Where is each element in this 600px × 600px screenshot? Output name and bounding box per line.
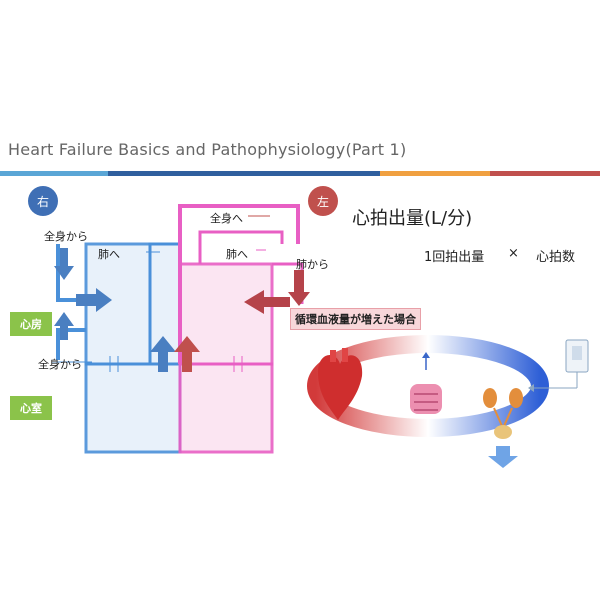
arrow-down-red-icon (288, 270, 310, 306)
formula-operator: × (508, 246, 519, 261)
right-vein-bottom (56, 328, 86, 360)
cardiac-output-heading: 心拍出量(L/分) (352, 208, 473, 229)
pulmonary-artery (148, 242, 180, 364)
label-from-body-top: 全身から (44, 230, 88, 243)
tag-ventricle: 心室 (10, 396, 52, 420)
down-arrow-icon (488, 446, 518, 468)
label-from-body-bottom: 全身から (38, 358, 82, 371)
label-to-body-left: 全身へ (210, 212, 243, 225)
label-to-lung-right: 肺へ (98, 248, 120, 261)
arrow-right-blue-icon (76, 288, 112, 312)
increased-volume-callout: 循環血液量が増えた場合 (290, 308, 421, 330)
badge-right: 右 (28, 186, 58, 216)
title-rule-orange (380, 171, 490, 176)
label-to-lung-left: 肺へ (226, 248, 248, 261)
title-rule-red (490, 171, 600, 176)
page-title: Heart Failure Basics and Pathophysiology… (8, 140, 407, 159)
bladder-icon (494, 425, 512, 439)
badge-left: 左 (308, 186, 338, 216)
tag-atrium: 心房 (10, 312, 52, 336)
arrow-left-red-icon (244, 290, 290, 314)
arrow-up-blue-center-icon (150, 336, 176, 372)
pulmonary-vein (198, 230, 284, 264)
arrow-up-blue-icon (54, 312, 74, 340)
right-ventricle (84, 362, 182, 454)
formula-heart-rate: 心拍数 (536, 250, 576, 265)
title-rule-blue (0, 171, 108, 176)
arrow-down-blue-icon (54, 248, 74, 280)
ring-up-arrow-head (422, 352, 430, 358)
aorta (178, 204, 300, 364)
title-rule-navy (108, 171, 380, 176)
left-ventricle (178, 362, 274, 454)
formula-stroke-volume: 1回拍出量 (424, 250, 485, 265)
kidney-icon (483, 388, 523, 427)
iv-bag-icon (528, 339, 589, 392)
arrow-up-red-icon (174, 336, 200, 372)
intestine-icon (410, 384, 442, 414)
circulation-ring (307, 335, 549, 437)
heart-icon (318, 348, 363, 420)
label-from-lung: 肺から (296, 258, 329, 271)
